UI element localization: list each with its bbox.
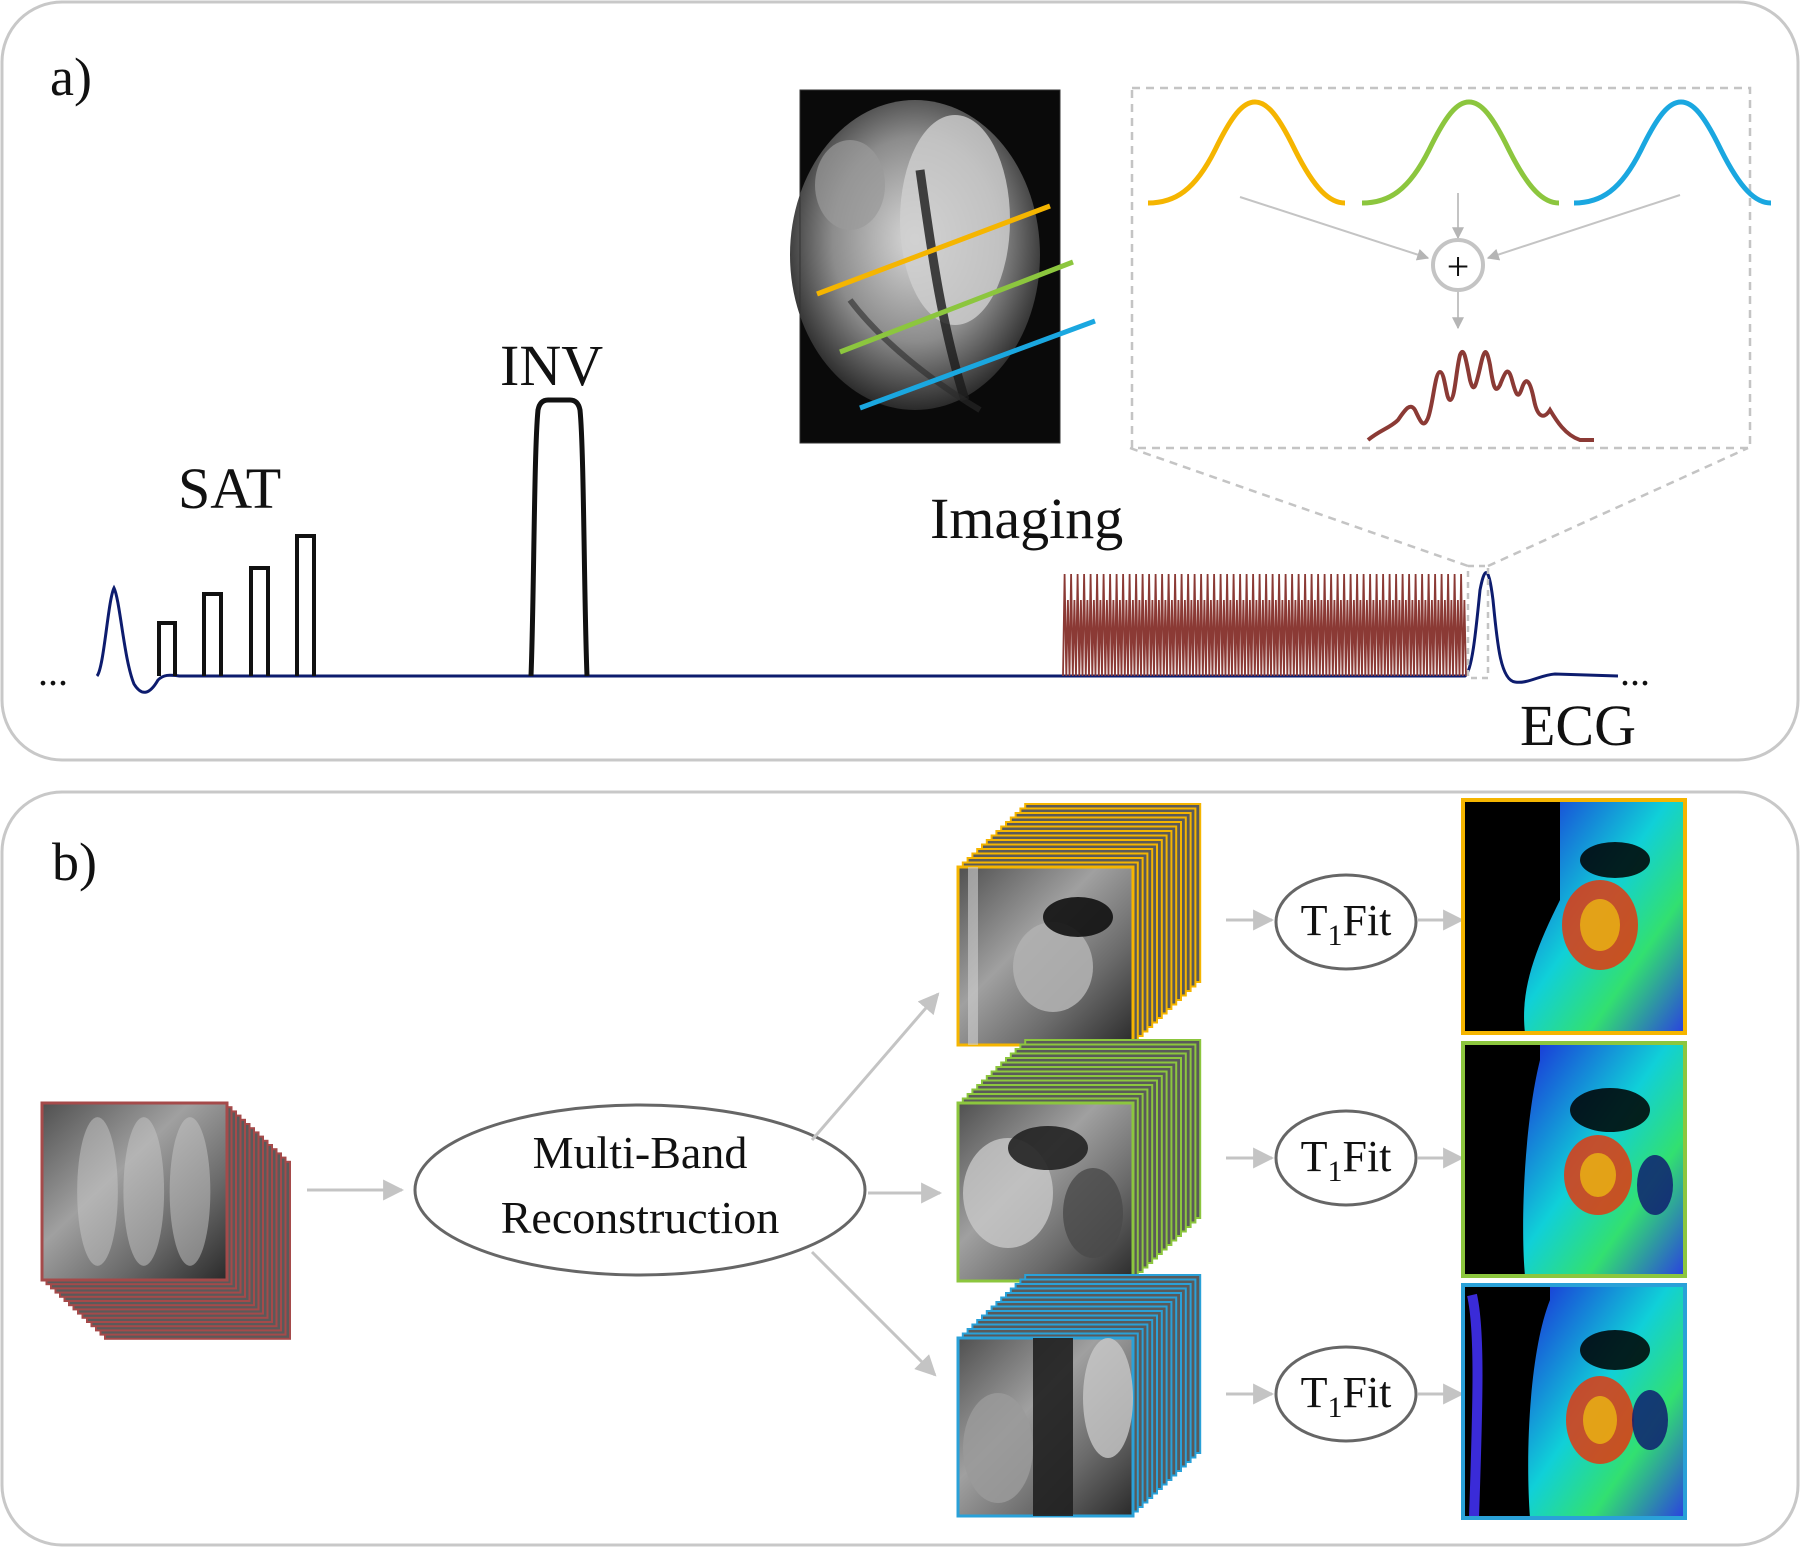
slice-stack-blue: [956, 1274, 1202, 1518]
panel-a-frame: [0, 0, 1800, 762]
t1-fit-node-1: T1Fit: [1226, 873, 1465, 971]
sum-symbol: +: [1447, 244, 1470, 289]
anatomy-shape: [1043, 897, 1113, 937]
t1-map-blue: [1461, 1283, 1687, 1520]
panel-a-label: a): [50, 47, 92, 107]
recon-node: [413, 1103, 867, 1277]
recon-line-1: Multi-Band: [533, 1127, 748, 1178]
anatomy-shape: [123, 1117, 165, 1266]
inv-label: INV: [500, 333, 603, 398]
svg-text:T1Fit: T1Fit: [1301, 1368, 1392, 1424]
multiband-pulse: [1366, 349, 1594, 442]
zoom-line-left: [1129, 446, 1469, 568]
multiband-zoom-box: [1130, 86, 1752, 450]
sat-pulse-4: [295, 534, 316, 676]
sat-pulses: [157, 534, 316, 676]
fit-tail-3: Fit: [1342, 1368, 1391, 1417]
anatomy-shape: [963, 1393, 1033, 1503]
arrow-recon-to-stack-1: [810, 992, 940, 1141]
slice-stack-yellow: [956, 803, 1202, 1047]
fit-main-2: T: [1301, 1132, 1328, 1181]
fit-sub-2: 1: [1327, 1155, 1342, 1188]
panel-b-label: b): [52, 832, 97, 892]
svg-text:T1Fit: T1Fit: [1301, 896, 1392, 952]
imaging-label: Imaging: [930, 486, 1123, 551]
sum-arrow-right: [1486, 194, 1681, 261]
t1-fit-node-2: T1Fit: [1226, 1109, 1465, 1207]
anatomy-shape: [1008, 1126, 1088, 1170]
rf-pulse-blue: [1573, 99, 1772, 206]
fit-main-1: T: [1301, 896, 1328, 945]
anatomy-shape: [1063, 1168, 1123, 1258]
anatomy-shape: [1083, 1338, 1133, 1458]
fit-sub-3: 1: [1327, 1391, 1342, 1424]
fit-main-3: T: [1301, 1368, 1328, 1417]
sat-pulse-3: [249, 566, 270, 676]
t1-map-yellow: [1461, 798, 1687, 1035]
ellipsis-left: ...: [38, 649, 68, 694]
fit-tail-2: Fit: [1342, 1132, 1391, 1181]
sat-pulse-2: [202, 592, 223, 676]
t1-map-green: [1461, 1041, 1687, 1278]
t1-fit-node-3: T1Fit: [1226, 1345, 1465, 1443]
fit-tail-1: Fit: [1342, 896, 1391, 945]
slice-line-green: [839, 259, 1074, 355]
sum-arrow-left: [1239, 196, 1430, 261]
ecg-label: ECG: [1520, 693, 1636, 758]
heart-mr-image: [790, 89, 1061, 444]
arrow-recon-to-stack-3: [810, 1250, 937, 1377]
zoom-line-right: [1487, 446, 1749, 568]
ecg-trace: [95, 571, 1619, 694]
slice-line-blue: [859, 318, 1096, 411]
sat-label: SAT: [178, 456, 281, 521]
sum-node: [1431, 238, 1485, 292]
rf-pulse-green: [1361, 99, 1560, 206]
rf-pulse-yellow: [1147, 99, 1346, 206]
panel-b-frame: [0, 790, 1800, 1547]
svg-text:T1Fit: T1Fit: [1301, 1132, 1392, 1188]
inv-pulse: [528, 397, 590, 677]
anatomy-shape: [1013, 922, 1093, 1012]
anatomy-shape: [968, 867, 978, 1045]
anatomy-shape: [1033, 1338, 1073, 1516]
input-image-stack: [40, 1101, 291, 1340]
sat-pulse-1: [157, 621, 177, 676]
ellipsis-right: ...: [1620, 649, 1650, 694]
slice-stack-green: [956, 1039, 1202, 1283]
slice-line-yellow: [816, 203, 1051, 297]
fit-sub-1: 1: [1327, 919, 1342, 952]
imaging-pulse-train: [1062, 573, 1467, 677]
recon-line-2: Reconstruction: [501, 1192, 780, 1243]
anatomy-shape: [169, 1117, 211, 1266]
anatomy-shape: [77, 1117, 118, 1266]
